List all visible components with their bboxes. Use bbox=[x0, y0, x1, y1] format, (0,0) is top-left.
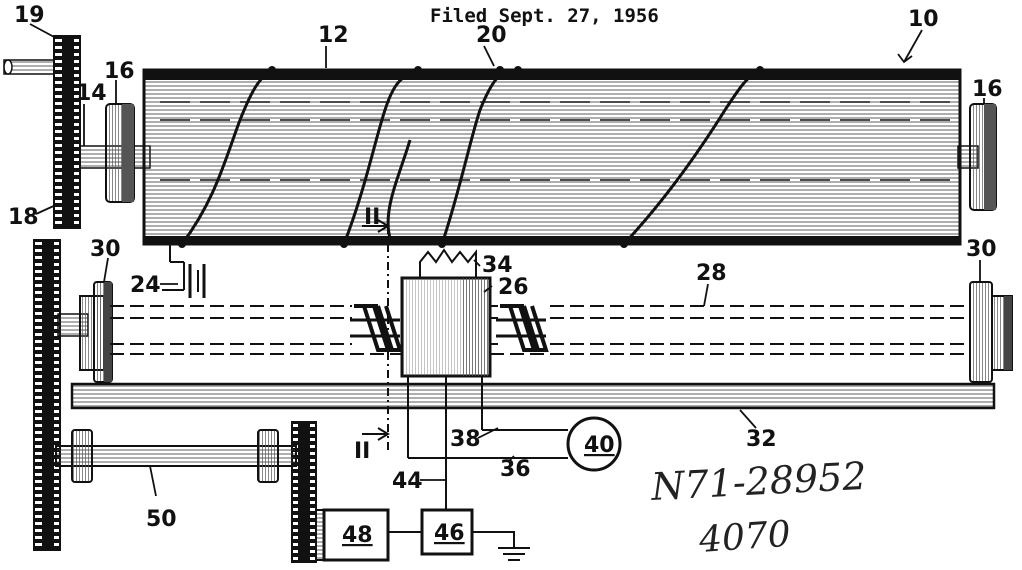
label-44: 44 bbox=[392, 469, 423, 494]
gear-left-carriage bbox=[33, 239, 61, 551]
spring-right bbox=[496, 304, 549, 352]
label-50: 50 bbox=[146, 507, 177, 532]
label-12: 12 bbox=[318, 23, 349, 48]
gear-bottom bbox=[291, 421, 317, 563]
battery-24 bbox=[162, 244, 206, 298]
label-28: 28 bbox=[696, 261, 727, 286]
label-48: 48 bbox=[342, 523, 373, 548]
section-line-II bbox=[362, 219, 390, 450]
drum-12 bbox=[142, 68, 962, 246]
label-14: 14 bbox=[76, 81, 107, 106]
rail-32 bbox=[70, 382, 996, 410]
label-16-right: 16 bbox=[972, 77, 1003, 102]
label-section-II-top: II bbox=[364, 205, 380, 230]
handwritten-number: N71-28952 bbox=[649, 454, 867, 509]
bearing-16-right bbox=[957, 103, 997, 211]
gear-18 bbox=[53, 35, 81, 229]
label-30-left: 30 bbox=[90, 237, 121, 262]
label-34: 34 bbox=[482, 253, 513, 278]
shaft-50 bbox=[55, 429, 297, 483]
label-36: 36 bbox=[500, 457, 531, 482]
label-30-right: 30 bbox=[966, 237, 997, 262]
label-40: 40 bbox=[584, 433, 615, 458]
bearing-30-right bbox=[969, 281, 1013, 383]
wire-junction-dots bbox=[178, 66, 764, 248]
label-19: 19 bbox=[14, 3, 45, 28]
label-38: 38 bbox=[450, 427, 481, 452]
label-16-left: 16 bbox=[104, 59, 135, 84]
helical-wire-20 bbox=[180, 68, 761, 246]
stylus-34 bbox=[419, 248, 477, 278]
label-10: 10 bbox=[908, 7, 939, 32]
filed-date: Filed Sept. 27, 1956 bbox=[430, 5, 659, 27]
spring-left bbox=[350, 304, 403, 352]
handwritten-code: 4070 bbox=[697, 514, 792, 561]
meter-40 bbox=[566, 416, 622, 472]
bearing-30-left bbox=[79, 281, 113, 383]
label-20: 20 bbox=[476, 23, 507, 48]
box-46 bbox=[420, 508, 474, 556]
label-32: 32 bbox=[746, 427, 777, 452]
label-18: 18 bbox=[8, 205, 39, 230]
label-section-II-bottom: II bbox=[354, 439, 370, 464]
label-24: 24 bbox=[130, 273, 161, 298]
label-26: 26 bbox=[498, 275, 529, 300]
label-46: 46 bbox=[434, 521, 465, 546]
carriage-26 bbox=[400, 276, 492, 378]
leader-lines bbox=[29, 23, 985, 497]
bearing-16-left bbox=[105, 103, 135, 203]
